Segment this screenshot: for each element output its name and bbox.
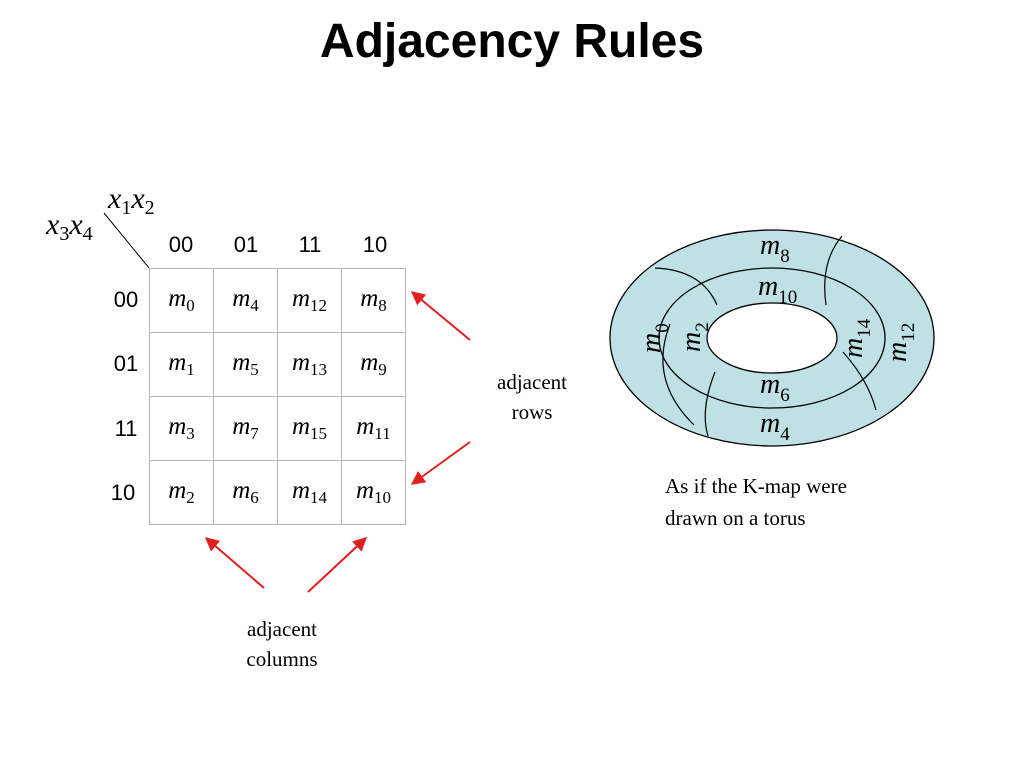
kmap-cell: m10 — [341, 460, 406, 525]
column-variables-label: x1x2 — [108, 182, 155, 219]
kmap-cell: m8 — [341, 268, 406, 333]
kmap-cell: m2 — [149, 460, 214, 525]
kmap-cell: m7 — [213, 396, 278, 461]
arrow-to-left-column — [204, 537, 265, 589]
kmap-cell: m5 — [213, 332, 278, 397]
torus-divider — [824, 235, 843, 306]
table-row: m1 m5 m13 m9 — [149, 332, 406, 397]
torus-divider — [842, 351, 877, 411]
column-header: 11 — [298, 232, 322, 257]
torus-divider — [662, 323, 695, 426]
column-header: 00 — [168, 232, 194, 257]
adjacent-rows-label: adjacent rows — [497, 370, 567, 424]
torus-label: m12 — [882, 323, 919, 362]
torus-body — [609, 229, 935, 447]
torus-label: m8 — [760, 230, 790, 267]
kmap-cell: m14 — [277, 460, 342, 525]
row-header: 01 — [113, 351, 139, 376]
row-variables-label: x3x4 — [46, 208, 93, 245]
table-row: m3 m7 m15 m11 — [149, 396, 406, 461]
kmap-cell: m9 — [341, 332, 406, 397]
kmap-cell: m0 — [149, 268, 214, 333]
torus-label: m14 — [838, 318, 875, 358]
arrow-to-top-row — [410, 291, 471, 341]
row-header: 11 — [114, 416, 138, 441]
torus-label: m0 — [636, 323, 673, 353]
torus-label: m10 — [758, 271, 797, 308]
kmap-cell: m12 — [277, 268, 342, 333]
torus-label: m6 — [760, 369, 790, 406]
page-title: Adjacency Rules — [319, 15, 705, 68]
kmap-cell: m6 — [213, 460, 278, 525]
torus-divider — [654, 267, 718, 306]
kmap-cell: m3 — [149, 396, 214, 461]
arrow-to-bottom-row — [410, 441, 471, 485]
column-header: 10 — [362, 232, 388, 257]
torus-middle-ring — [658, 267, 886, 409]
torus-label: m2 — [676, 322, 713, 352]
row-header: 00 — [113, 287, 139, 312]
table-row: m0 m4 m12 m8 — [149, 268, 406, 333]
kmap-cell: m15 — [277, 396, 342, 461]
torus-divider — [704, 371, 716, 437]
arrow-to-right-column — [307, 537, 368, 593]
row-header: 10 — [110, 480, 136, 505]
torus-diagram: m8 m10 m0 m2 m14 m12 m6 m4 — [609, 229, 935, 447]
torus-label: m4 — [760, 408, 790, 445]
table-row: m2 m6 m14 m10 — [149, 460, 406, 525]
kmap-cell: m11 — [341, 396, 406, 461]
kmap-corner-diagonal — [103, 212, 150, 269]
torus-caption: As if the K-map were drawn on a torus — [665, 474, 847, 530]
adjacent-columns-label: adjacent columns — [246, 617, 318, 671]
column-header: 01 — [233, 232, 259, 257]
karnaugh-map-grid: m0 m4 m12 m8 m1 m5 m13 m9 m3 m7 m15 m11 … — [149, 268, 406, 525]
kmap-cell: m4 — [213, 268, 278, 333]
